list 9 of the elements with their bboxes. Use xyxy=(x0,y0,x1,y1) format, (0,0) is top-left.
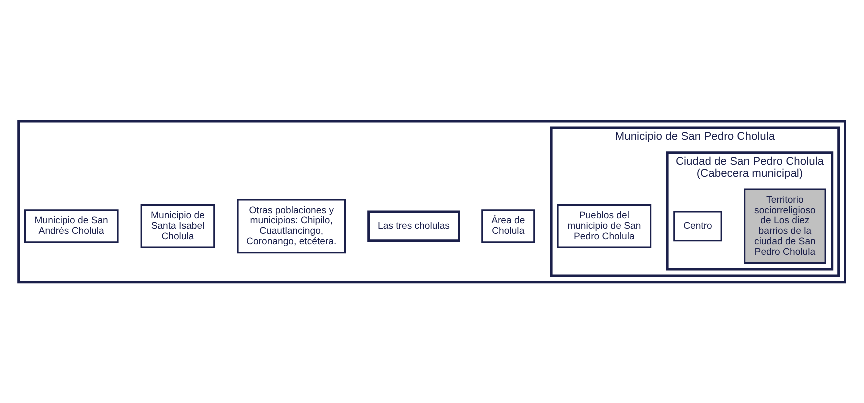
node-box: Área de Cholula xyxy=(482,209,536,243)
node-box: Municipio de Santa Isabel Cholula xyxy=(140,204,216,248)
node-box: Territorio sociorreligioso de Los diez barrios de la ciudad de San Pedro Cholula xyxy=(744,188,826,264)
node-box: Pueblos del municipio de San Pedro Cholula xyxy=(557,204,652,248)
node-box: Otras poblaciones y municipios: Chipilo, Cuautlancingo, Coronango, etcétera. xyxy=(237,198,346,254)
node-box: Las tres cholulas xyxy=(368,210,460,242)
cluster xyxy=(18,120,846,284)
node-box: Centro xyxy=(674,210,722,242)
node-box: Municipio de San Andrés Cholula xyxy=(24,209,119,243)
